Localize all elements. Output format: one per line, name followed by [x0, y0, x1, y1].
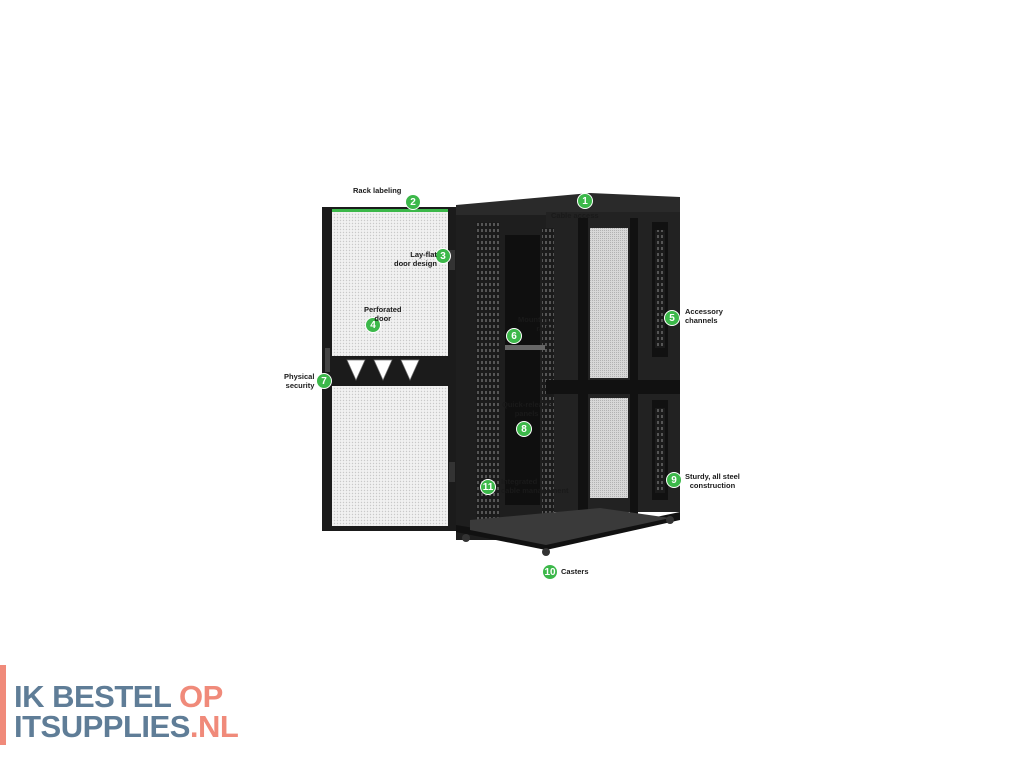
rack-cabinet [456, 193, 680, 556]
callout-9-label: Sturdy, all steel construction [685, 472, 740, 490]
callout-3-badge: 3 [435, 248, 451, 264]
callout-8-badge: 8 [516, 421, 532, 437]
logo-line-1: IK BESTEL OP [14, 679, 223, 714]
logo-accent-bar [0, 665, 6, 745]
callout-5-badge: 5 [664, 310, 680, 326]
callout-2-badge: 2 [405, 194, 421, 210]
callout-8-label: Quick-release panels [502, 400, 552, 418]
callout-6-badge: 6 [506, 328, 522, 344]
callout-9-badge: 9 [666, 472, 682, 488]
callout-10-label: Casters [561, 567, 589, 576]
callout-7-label: Physical security [284, 372, 315, 390]
callout-11-badge: 11 [480, 479, 496, 495]
callout-5-label: Accessory channels [685, 307, 723, 325]
logo-line-2: ITSUPPLIES.NL [14, 709, 239, 744]
callout-11-label: Integrated cable management [501, 477, 569, 495]
callout-3-label: Lay-flat door design [394, 250, 437, 268]
callout-6-label: Mounting rails [518, 315, 552, 333]
callout-4-badge: 4 [365, 317, 381, 333]
callout-2-label: Rack labeling [353, 186, 402, 195]
callout-7-badge: 7 [316, 373, 332, 389]
front-door [322, 207, 456, 531]
callout-1-label: Cable access [551, 211, 599, 220]
callout-4-label: Perforated door [364, 305, 402, 323]
callout-1-badge: 1 [577, 193, 593, 209]
callout-10-badge: 10 [542, 564, 558, 580]
